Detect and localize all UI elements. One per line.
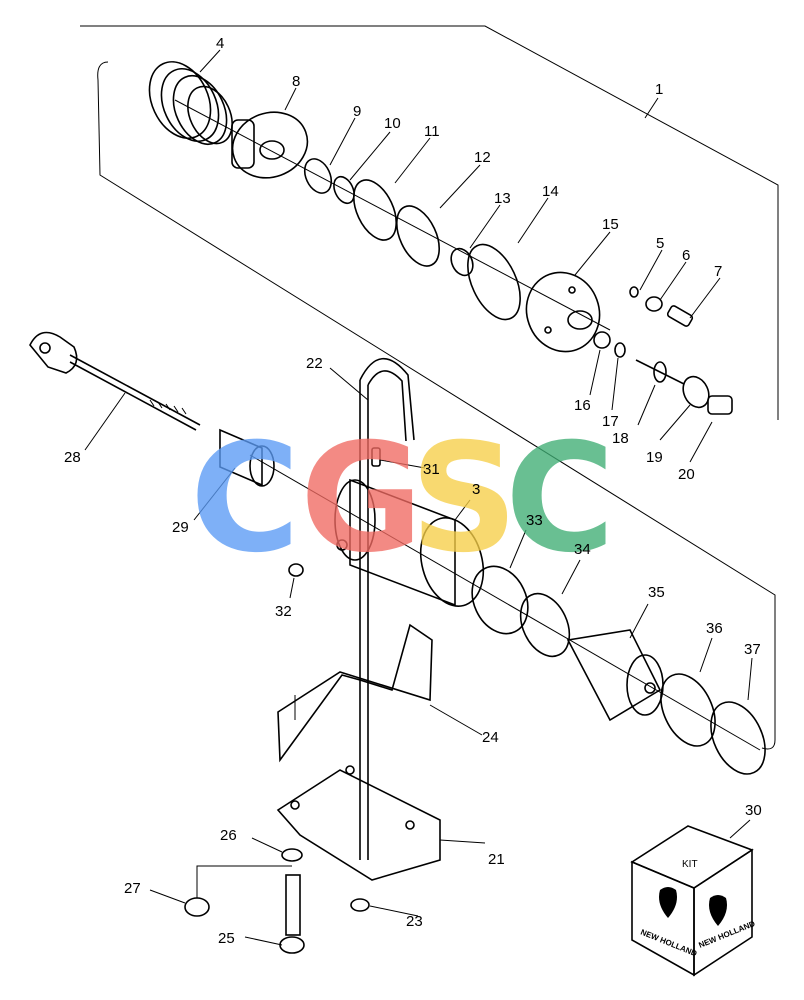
kit-box: KIT NEW HOLLAND NEW HOLLAND: [630, 825, 757, 977]
part-label-33: 33: [526, 512, 543, 529]
part-label-13: 13: [494, 190, 511, 207]
upper-axis: [174, 99, 611, 331]
part-label-1: 1: [655, 81, 663, 98]
bracket-lower-part: [276, 765, 441, 881]
part-label-28: 28: [64, 449, 81, 466]
watermark-letter-1: C: [190, 412, 300, 586]
part-label-7: 7: [714, 263, 722, 280]
watermark-letter-2: G: [300, 412, 423, 586]
part-label-5: 5: [656, 235, 664, 252]
brand-right: NEW HOLLAND: [697, 919, 756, 950]
part-label-4: 4: [216, 35, 224, 52]
new-holland-logo-left: [659, 887, 677, 918]
part-label-14: 14: [542, 183, 559, 200]
part-label-37: 37: [744, 641, 761, 658]
valve-parts: [593, 331, 733, 415]
brand-left: NEW HOLLAND: [639, 928, 698, 959]
spring-part: [148, 61, 233, 145]
small-fittings-upper: [629, 286, 694, 327]
bushing-part: [219, 428, 275, 487]
piston-lower-part: [566, 629, 664, 722]
part-label-19: 19: [646, 449, 663, 466]
part-label-26: 26: [220, 827, 237, 844]
part-label-30: 30: [745, 802, 762, 819]
part-label-32: 32: [275, 603, 292, 620]
part-label-23: 23: [406, 913, 423, 930]
part-label-36: 36: [706, 620, 723, 637]
part-label-25: 25: [218, 930, 235, 947]
lower-axis: [249, 454, 761, 751]
watermark-letter-3: S: [410, 412, 518, 586]
part-label-6: 6: [682, 247, 690, 264]
part-label-9: 9: [353, 103, 361, 120]
part-label-18: 18: [612, 430, 629, 447]
cgsc-watermark: C G S C: [190, 412, 615, 586]
part-label-3: 3: [472, 481, 480, 498]
part-label-8: 8: [292, 73, 300, 90]
part-label-31: 31: [423, 461, 440, 478]
part-label-20: 20: [678, 466, 695, 483]
part-labels: 1 3 4 5 6 7 8 9 10 11 12 13 14 15 16 17 …: [64, 35, 762, 947]
part-label-27: 27: [124, 880, 141, 897]
part-label-21: 21: [488, 851, 505, 868]
part-label-29: 29: [172, 519, 189, 536]
part-label-22: 22: [306, 355, 323, 372]
part-label-24: 24: [482, 729, 499, 746]
end-rings: [660, 673, 766, 775]
bracket-upper-part: [277, 623, 433, 763]
kit-label: KIT: [682, 859, 698, 870]
part-label-10: 10: [384, 115, 401, 132]
part-label-15: 15: [602, 216, 619, 233]
rod-part: [29, 331, 201, 431]
end-cap-part: [525, 271, 601, 353]
part-label-17: 17: [602, 413, 619, 430]
assembly-outline: [80, 25, 779, 750]
part-label-11: 11: [424, 123, 440, 140]
part-label-35: 35: [648, 584, 665, 601]
part-label-16: 16: [574, 397, 591, 414]
new-holland-logo-right: [709, 895, 727, 926]
seal-rings-upper: [303, 158, 521, 321]
part-label-34: 34: [574, 541, 591, 558]
piston-part: [231, 111, 309, 179]
cylinder-part: [334, 478, 485, 607]
seal-rings-lower: [471, 565, 571, 658]
watermark-letter-4: C: [505, 412, 615, 586]
leader-lines: [84, 49, 753, 946]
part-label-12: 12: [474, 149, 491, 166]
